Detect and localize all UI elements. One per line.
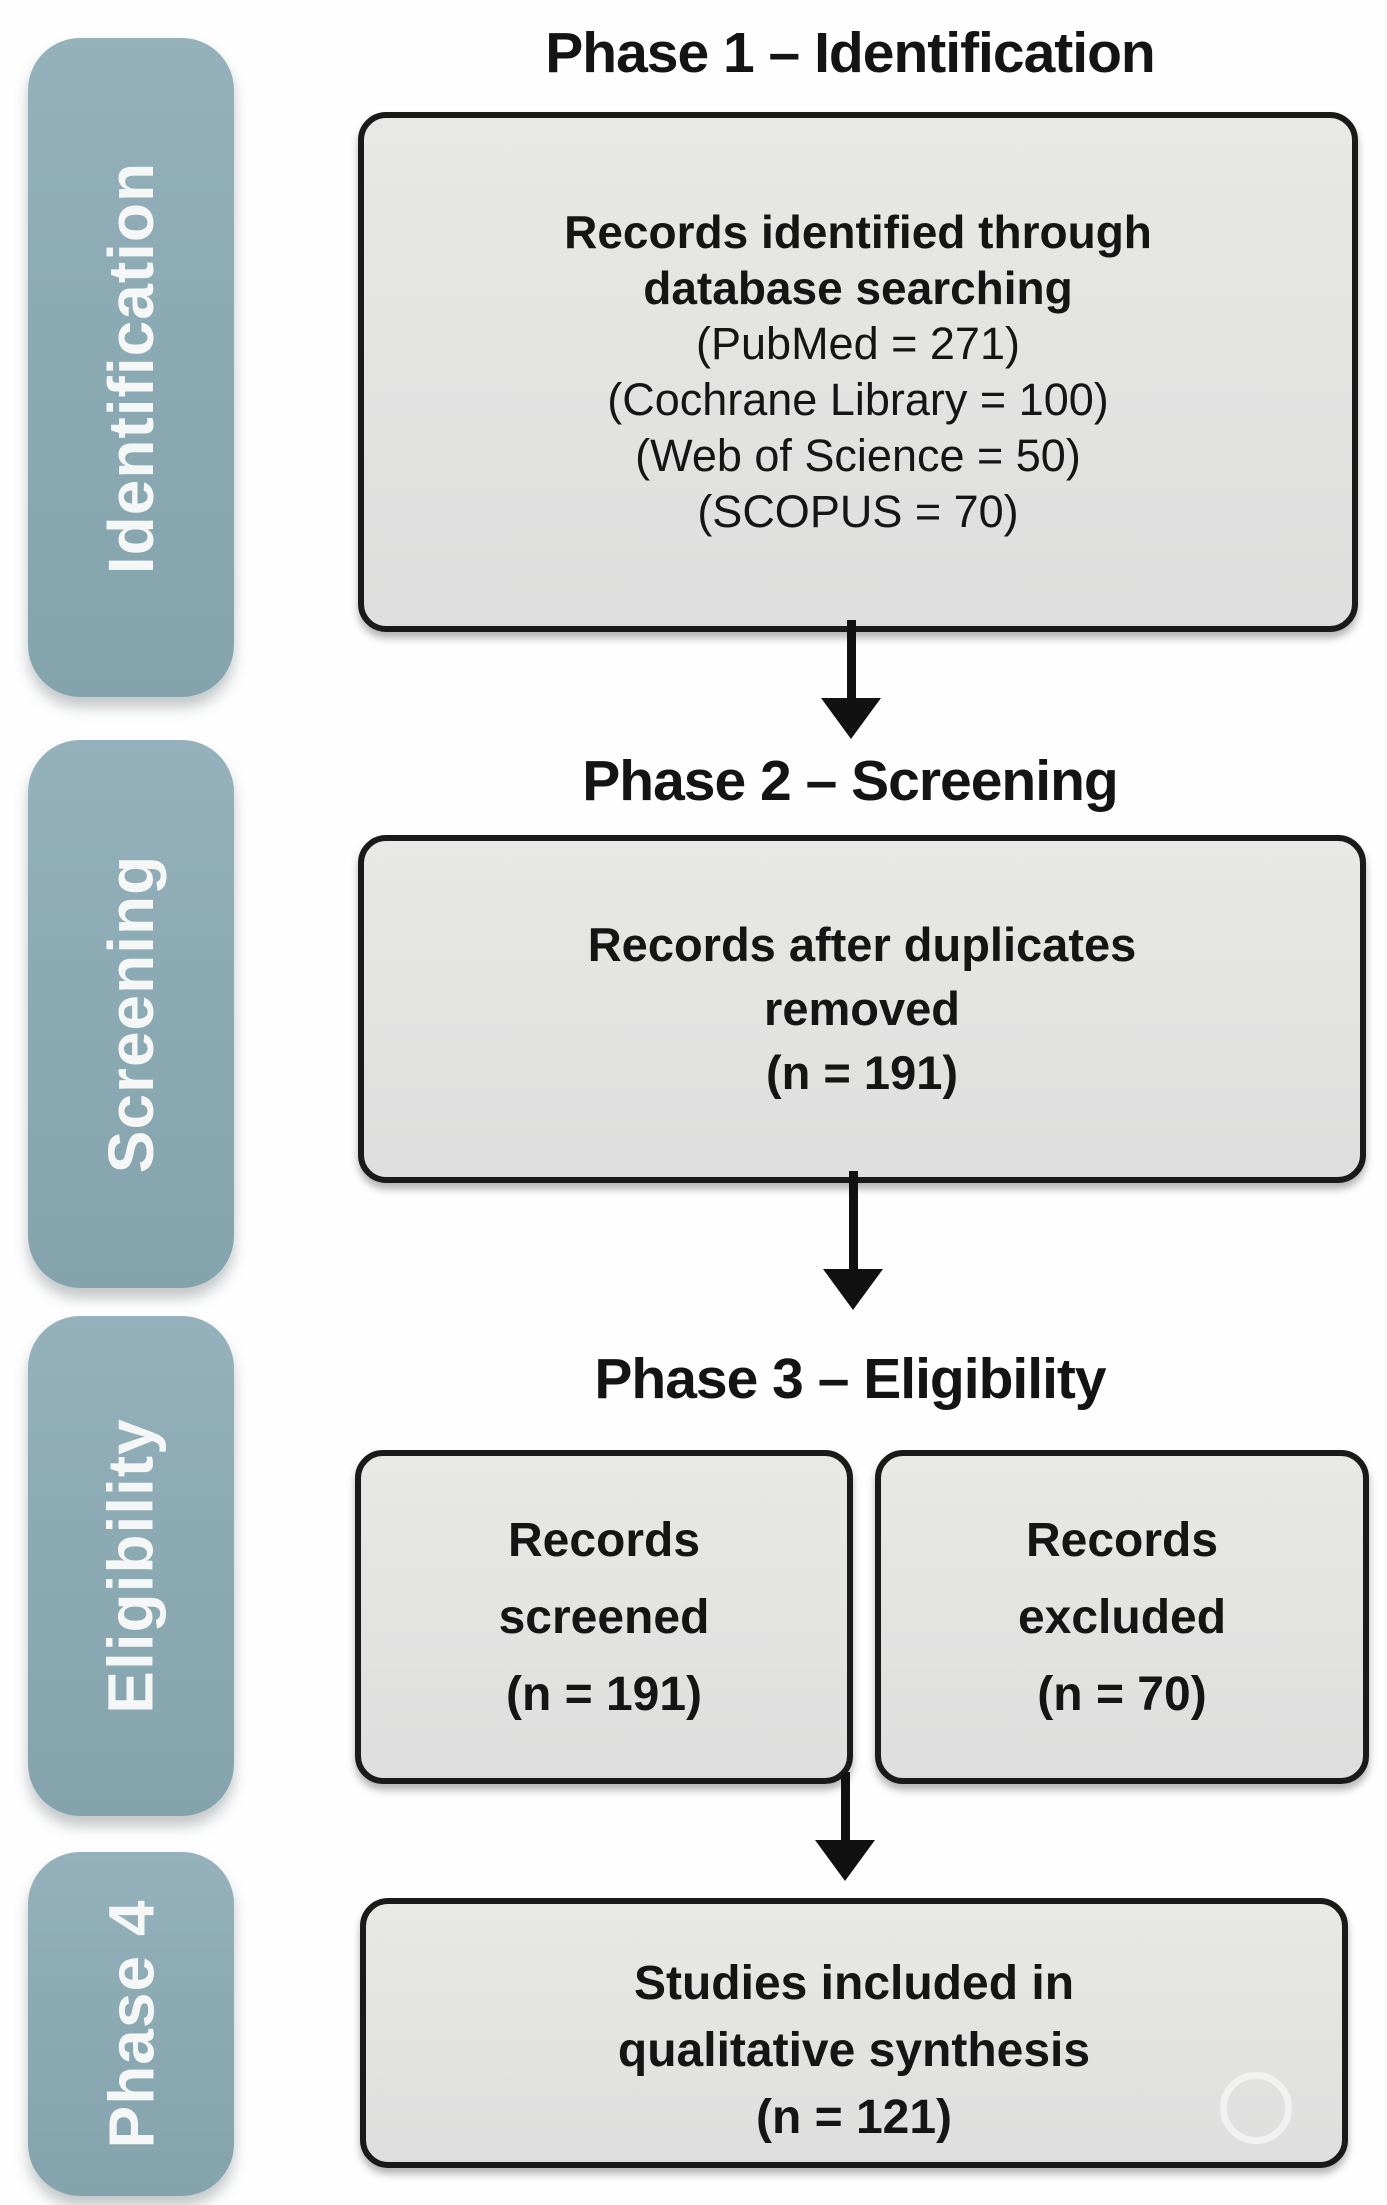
duplicates-removed-box: Records after duplicates removed (n = 19…	[358, 835, 1366, 1183]
box-text-line: screened	[498, 1590, 710, 1644]
arrow-head	[821, 698, 881, 739]
box-text-line: (n = 191)	[505, 1667, 703, 1721]
studies-included-box: Studies included in qualitative synthesi…	[360, 1898, 1348, 2168]
box-text-line: (n = 191)	[766, 1046, 958, 1099]
box-text-line: (Cochrane Library = 100)	[607, 374, 1109, 425]
pill-label-eligibility: Eligibility	[95, 1418, 167, 1714]
pill-label-identification: Identification	[95, 161, 167, 574]
arrow-head	[815, 1840, 875, 1881]
sidebar-pill-eligibility: Eligibility	[28, 1316, 234, 1816]
box-text-line: Records	[507, 1513, 701, 1567]
down-arrow-icon	[823, 1171, 883, 1310]
arrow-stem	[846, 620, 856, 698]
box-text-line: (SCOPUS = 70)	[697, 486, 1019, 537]
box-text-line: database searching	[643, 262, 1073, 314]
box-text-line: (n = 121)	[755, 2091, 953, 2144]
down-arrow-icon	[821, 620, 881, 739]
box-text-line: qualitative synthesis	[617, 2024, 1091, 2077]
box-text-line: Records after duplicates	[587, 918, 1137, 971]
sidebar-pill-phase4: Phase 4	[28, 1852, 234, 2196]
arrow-head	[823, 1269, 883, 1310]
pill-label-phase4: Phase 4	[95, 1899, 167, 2149]
phase3-heading: Phase 3 – Eligibility	[594, 1347, 1106, 1411]
sidebar-pill-screening: Screening	[28, 740, 234, 1288]
box-text-line: Studies included in	[633, 1957, 1075, 2010]
box-text-line: (n = 70)	[1037, 1667, 1207, 1721]
box-text-line: Records identified through	[564, 206, 1152, 258]
arrow-stem	[840, 1772, 850, 1840]
box-text-line: removed	[764, 982, 960, 1035]
box-text-line: (PubMed = 271)	[696, 318, 1020, 369]
down-arrow-icon	[815, 1772, 875, 1881]
records-excluded-box: Records excluded (n = 70)	[875, 1450, 1369, 1784]
phase2-heading: Phase 2 – Screening	[582, 749, 1118, 813]
box-text-line: (Web of Science = 50)	[635, 430, 1081, 481]
records-screened-box: Records screened (n = 191)	[355, 1450, 853, 1784]
arrow-stem	[848, 1171, 858, 1269]
records-identified-box: Records identified through database sear…	[358, 112, 1358, 632]
box-text-line: Records	[1025, 1513, 1219, 1567]
box-text-line: excluded	[1017, 1590, 1227, 1644]
sidebar-pill-identification: Identification	[28, 38, 234, 697]
watermark-ring-icon	[1220, 2072, 1292, 2144]
phase1-heading: Phase 1 – Identification	[545, 21, 1156, 85]
pill-label-screening: Screening	[95, 854, 167, 1174]
